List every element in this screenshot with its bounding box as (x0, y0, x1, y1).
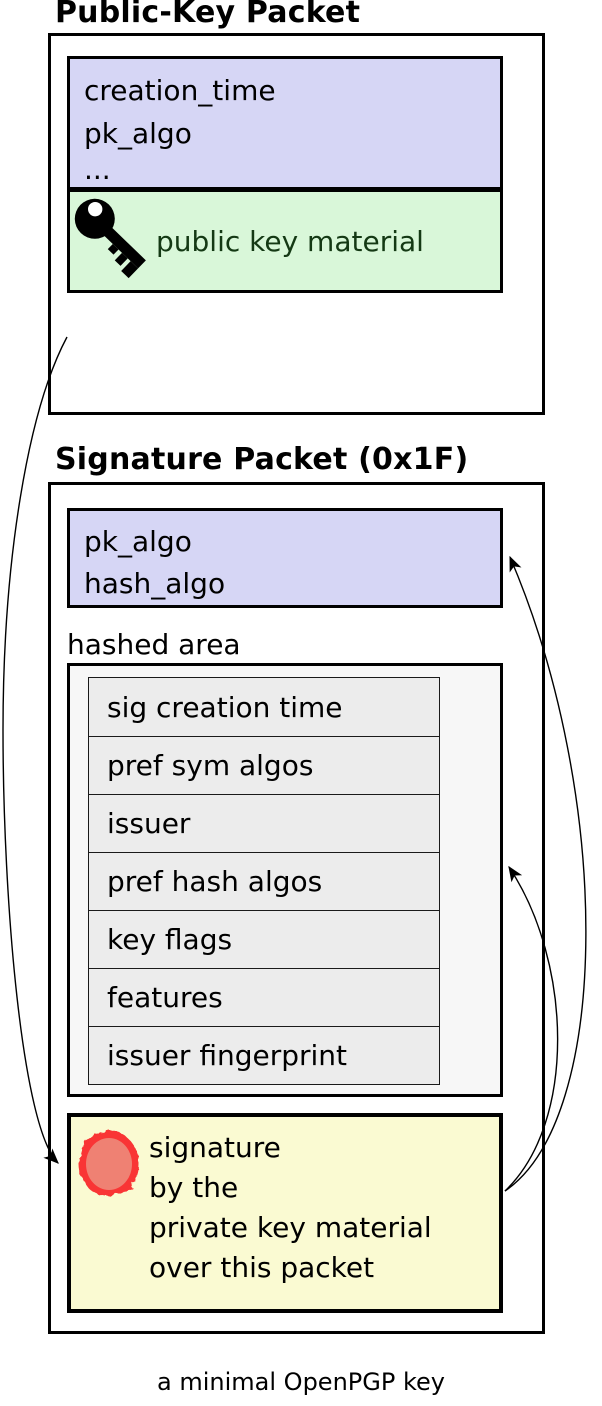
subpacket-row-pref-hash-algos: pref hash algos (89, 852, 439, 910)
signature-text: signature by the private key material ov… (149, 1128, 432, 1288)
subpacket-label: pref hash algos (107, 865, 323, 898)
subpacket-label: issuer fingerprint (107, 1039, 348, 1072)
key-icon (74, 198, 146, 279)
subpacket-row-issuer-fingerprint: issuer fingerprint (89, 1026, 439, 1084)
subpacket-table: sig creation time pref sym algos issuer … (88, 677, 440, 1085)
subpacket-label: pref sym algos (107, 749, 314, 782)
field-pk-algo-sig: pk_algo (84, 525, 192, 558)
subpacket-label: sig creation time (107, 690, 343, 724)
field-creation-time: creation_time (84, 74, 276, 107)
signature-value-box: signature by the private key material ov… (67, 1113, 503, 1313)
field-pk-algo: pk_algo (84, 117, 192, 150)
signature-line: signature (149, 1131, 281, 1164)
subpacket-row-key-flags: key flags (89, 910, 439, 968)
subpacket-row-features: features (89, 968, 439, 1026)
seal-icon (79, 1131, 139, 1197)
public-key-material-box: public key material (67, 189, 503, 293)
public-key-material-label: public key material (156, 225, 424, 258)
signature-header-box: pk_algo hash_algo (67, 508, 503, 608)
signature-line: by the (149, 1171, 239, 1204)
subpacket-row-sig-creation-time: sig creation time (89, 678, 439, 736)
field-ellipsis: ... (84, 153, 111, 186)
field-hash-algo: hash_algo (84, 567, 226, 600)
signature-line: over this packet (149, 1251, 375, 1284)
subpacket-row-issuer: issuer (89, 794, 439, 852)
signature-line: private key material (149, 1211, 432, 1244)
signature-packet-title: Signature Packet (0x1F) (55, 442, 469, 477)
subpacket-label: issuer (107, 807, 191, 840)
public-key-header-box: creation_time pk_algo ... (67, 56, 503, 190)
subpacket-row-pref-sym-algos: pref sym algos (89, 736, 439, 794)
subpacket-label: key flags (107, 923, 233, 956)
subpacket-label: features (107, 981, 223, 1014)
public-key-packet-title: Public-Key Packet (55, 0, 361, 30)
hashed-area-label: hashed area (67, 628, 241, 661)
diagram-caption: a minimal OpenPGP key (157, 1368, 445, 1396)
